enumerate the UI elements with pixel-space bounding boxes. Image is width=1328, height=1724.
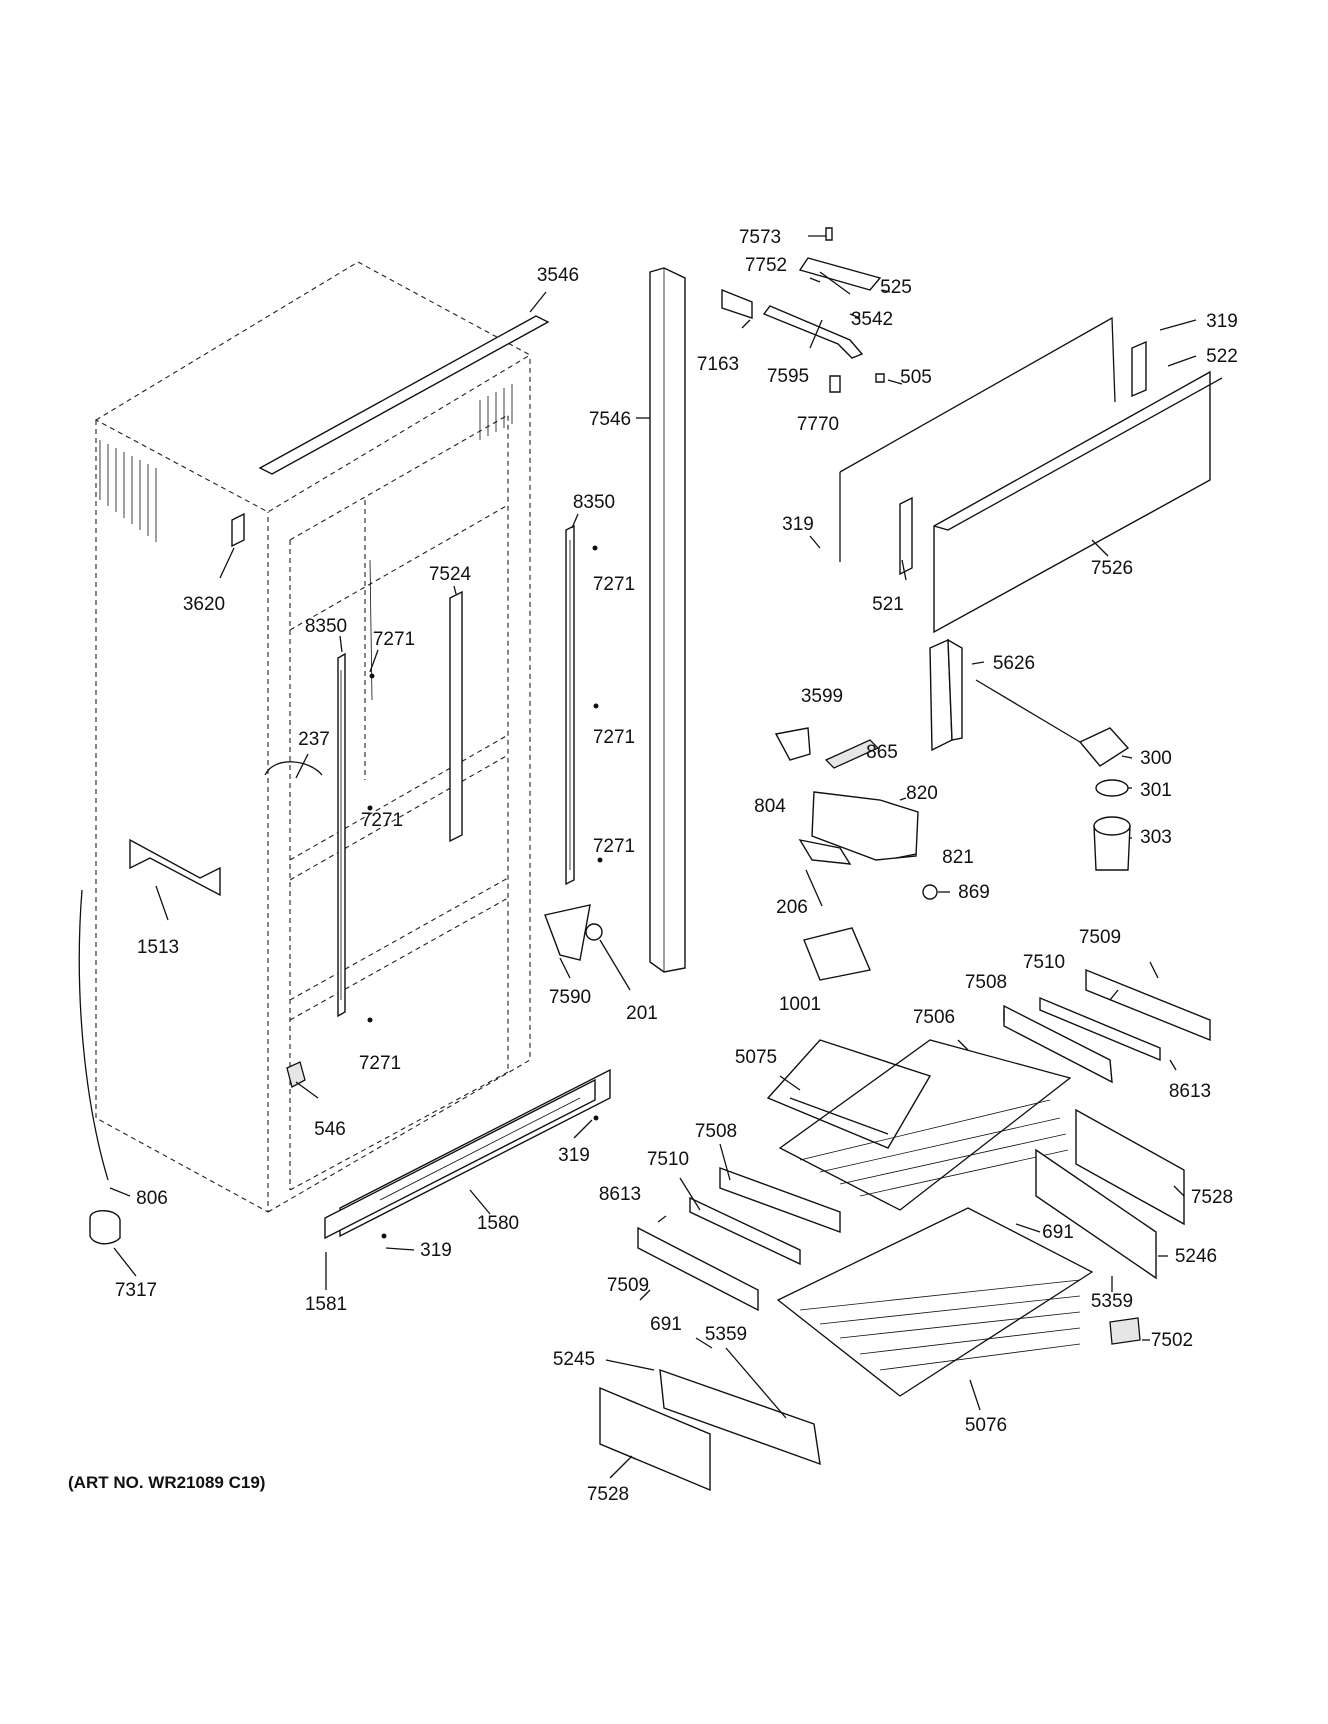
callout-label: 3542 (851, 309, 893, 330)
callout-label: 505 (900, 367, 932, 388)
callout-label: 7271 (593, 836, 635, 857)
callout-label: 319 (420, 1240, 452, 1261)
callout-label: 8350 (305, 616, 347, 637)
callout-label: 7528 (1191, 1187, 1233, 1208)
callout-label: 301 (1140, 780, 1172, 801)
callout-label: 7506 (913, 1007, 955, 1028)
callout-label: 865 (866, 742, 898, 763)
callout-label: 5075 (735, 1047, 777, 1068)
callout-label: 521 (872, 594, 904, 615)
callout-label: 1580 (477, 1213, 519, 1234)
callout-label: 869 (958, 882, 990, 903)
callout-label: 7271 (593, 574, 635, 595)
callout-label: 7271 (373, 629, 415, 650)
callout-label: 806 (136, 1188, 168, 1209)
hinge-and-drawer-front (721, 227, 1223, 634)
callout-label: 7546 (589, 409, 631, 430)
callout-label: 5076 (965, 1415, 1007, 1436)
callout-label: 7271 (359, 1053, 401, 1074)
callout-labels: 7573 7752 525 3542 7163 7595 505 7770 31… (115, 227, 1238, 1505)
baskets-and-slides (599, 968, 1211, 1492)
callout-label: 319 (1206, 311, 1238, 332)
callout-label: 8350 (573, 492, 615, 513)
callout-label: 7502 (1151, 1330, 1193, 1351)
callout-label: 7317 (115, 1280, 157, 1301)
callout-label: 5359 (705, 1324, 747, 1345)
small-parts (78, 545, 611, 1245)
callout-label: 3599 (801, 686, 843, 707)
callout-label: 7528 (587, 1484, 629, 1505)
callout-label: 7271 (361, 810, 403, 831)
callout-label: 820 (906, 783, 938, 804)
callout-label: 7510 (1023, 952, 1065, 973)
ice-maker-assembly (774, 638, 1131, 981)
callout-label: 237 (298, 729, 330, 750)
callout-label: 7163 (697, 354, 739, 375)
callout-label: 3546 (537, 265, 579, 286)
vertical-rails (337, 267, 686, 1018)
callout-label: 8613 (599, 1184, 641, 1205)
callout-label: 1581 (305, 1294, 347, 1315)
leader-lines (109, 235, 1197, 1479)
callout-label: 206 (776, 897, 808, 918)
callout-label: 821 (942, 847, 974, 868)
callout-label: 201 (626, 1003, 658, 1024)
callout-label: 7590 (549, 987, 591, 1008)
callout-label: 319 (558, 1145, 590, 1166)
refrigerator-cabinet (94, 261, 550, 1213)
callout-label: 303 (1140, 827, 1172, 848)
callout-label: 546 (314, 1119, 346, 1140)
callout-label: 300 (1140, 748, 1172, 769)
callout-label: 525 (880, 277, 912, 298)
callout-label: 5359 (1091, 1291, 1133, 1312)
callout-label: 7526 (1091, 558, 1133, 579)
callout-label: 7770 (797, 414, 839, 435)
callout-label: 691 (650, 1314, 682, 1335)
callout-label: 7510 (647, 1149, 689, 1170)
callout-label: 7595 (767, 366, 809, 387)
callout-label: 7509 (1079, 927, 1121, 948)
callout-label: 1513 (137, 937, 179, 958)
callout-label: 804 (754, 796, 786, 817)
callout-label: 1001 (779, 994, 821, 1015)
callout-label: 7752 (745, 255, 787, 276)
callout-label: 5626 (993, 653, 1035, 674)
callout-label: 5245 (553, 1349, 595, 1370)
callout-label: 691 (1042, 1222, 1074, 1243)
callout-label: 522 (1206, 346, 1238, 367)
callout-label: 3620 (183, 594, 225, 615)
callout-label: 7573 (739, 227, 781, 248)
callout-label: 7271 (593, 727, 635, 748)
callout-label: 7509 (607, 1275, 649, 1296)
callout-label: 5246 (1175, 1246, 1217, 1267)
callout-label: 7524 (429, 564, 472, 585)
callout-label: 319 (782, 514, 814, 535)
callout-label: 7508 (695, 1121, 737, 1142)
art-number: (ART NO. WR21089 C19) (68, 1473, 265, 1492)
callout-label: 8613 (1169, 1081, 1211, 1102)
callout-label: 7508 (965, 972, 1007, 993)
